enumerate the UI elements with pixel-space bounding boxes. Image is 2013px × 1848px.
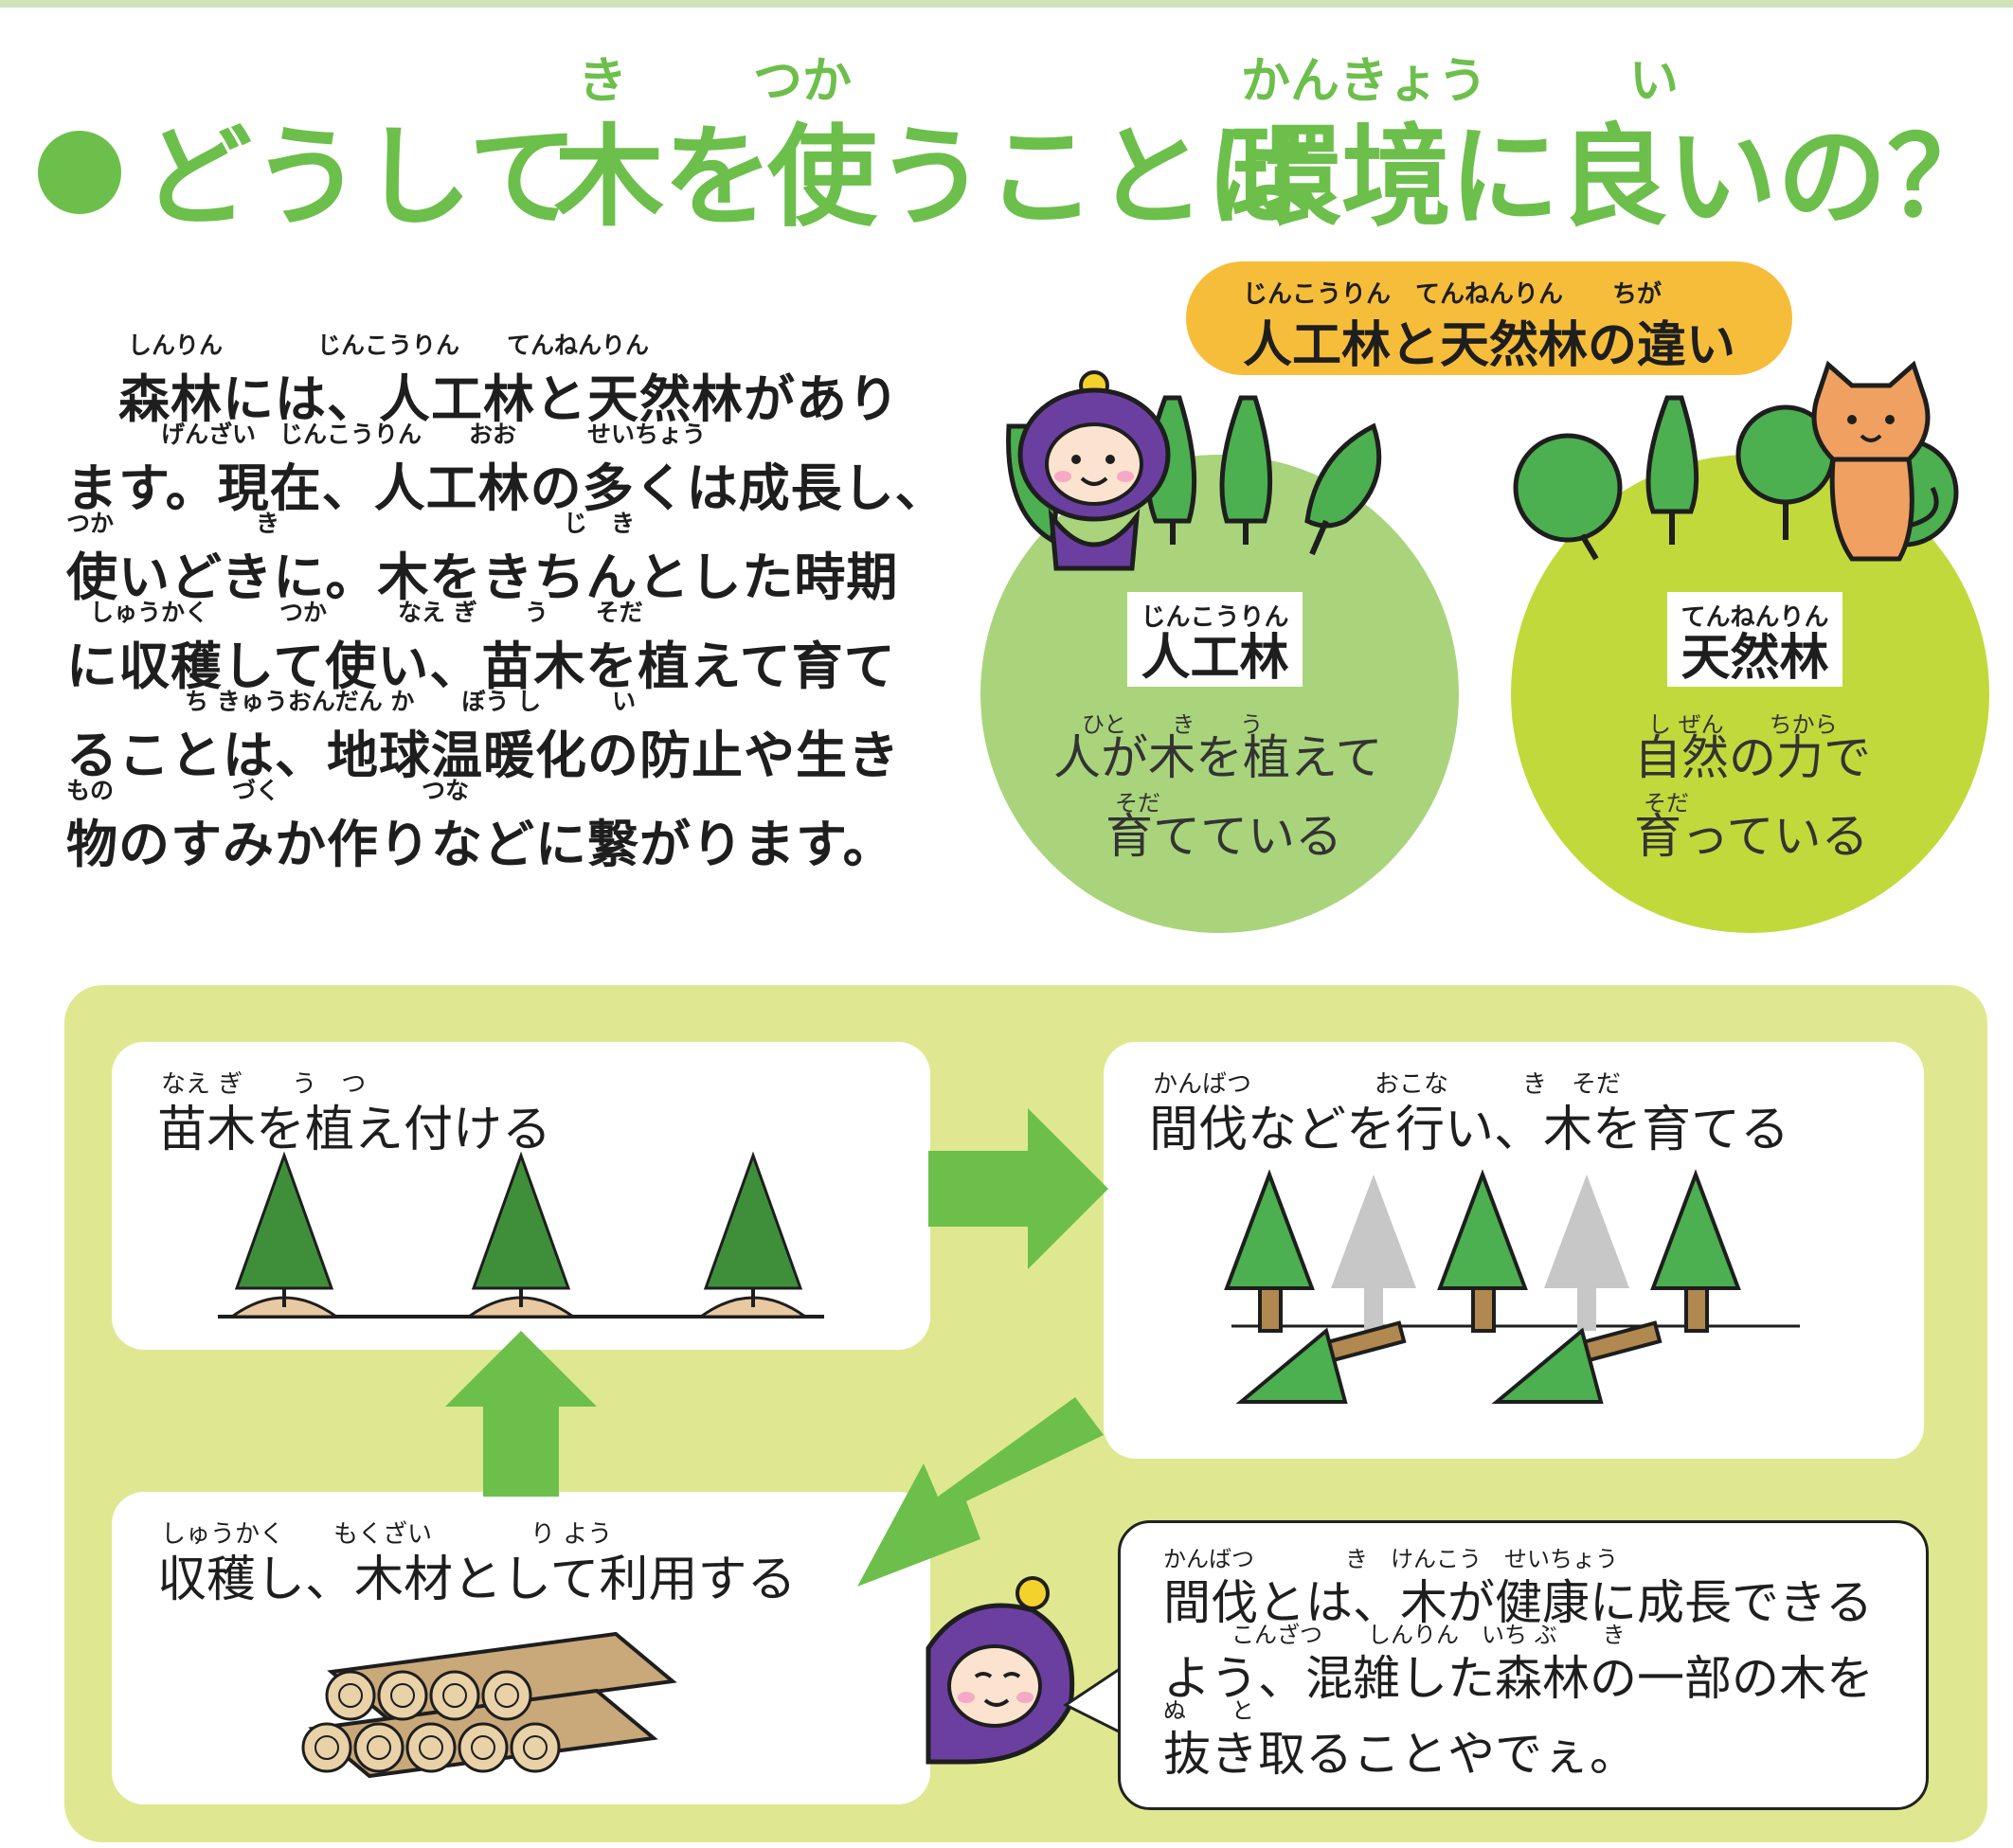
intro-text: ます。現在、人工林の多くは成長し、	[66, 458, 947, 518]
step-title: 収穫し、木材として利用する	[157, 1552, 797, 1608]
intro-ruby: しゅうかく つか なえ ぎ う そだ	[66, 599, 643, 626]
intro-ruby: つか き じ き	[66, 510, 636, 537]
intro-line: げんざい じんこうりん おお せいちょう ます。現在、人工林の多くは成長し、	[66, 416, 946, 518]
title-text-inono: いの？	[1667, 114, 1997, 242]
title-ruby-tsuka: つか	[753, 53, 853, 110]
title-ruby-ki: き	[578, 53, 628, 110]
tennen-desc-ruby: し ぜん ちから	[1648, 711, 1838, 738]
arrow-down-left-icon	[857, 1397, 1104, 1587]
intro-line: もの づく つな 物のすみか作りなどに繋がります。	[66, 772, 938, 874]
step-ruby: しゅうかく もくざい り よう	[161, 1520, 613, 1549]
intro-text: 森林には、人工林と天然林があり	[66, 369, 900, 429]
jinko-label-ruby: じんこうりん	[1141, 603, 1289, 632]
intro-line: ち きゅうおんだん か ぼう し い ることは、地球温暖化の防止や生き	[66, 683, 938, 785]
page-title: き つか かんきょう い どうして 木 を 使 うことは 環境 に 良 いの？	[38, 53, 1997, 246]
tennen-desc-line1: 自然の力で	[1634, 730, 1871, 785]
arrow-right-icon	[928, 1108, 1108, 1269]
title-ruby-i: い	[1629, 53, 1680, 110]
jinko-label: じんこうりん 人工林	[1127, 592, 1303, 687]
tennen-label-ruby: てんねんりん	[1680, 603, 1829, 632]
jinko-desc-line2: 育てている	[1105, 809, 1342, 864]
speech-bubble-tail	[1063, 1665, 1123, 1735]
tennen-description: し ぜん ちから 自然の力で そだ 育っている	[1634, 706, 1871, 863]
cedar-tree-icon	[1224, 1169, 1800, 1404]
comparison-heading-text: 人工林と天然林の違い	[1243, 317, 1736, 374]
comparison-heading-ruby: じんこうりん てんねんりん ちが	[1243, 280, 1663, 309]
tennen-desc-ruby: そだ	[1644, 790, 1689, 816]
tennen-desc-line2: 育っている	[1634, 809, 1869, 864]
title-text-i: 良	[1558, 114, 1668, 242]
step-ruby: かんばつ おこな き そだ	[1153, 1070, 1622, 1099]
note-text: よう、混雑した森林の一部の木を	[1163, 1651, 1874, 1706]
note-ruby: かんばつ き けんこう せいちょう	[1163, 1546, 1618, 1572]
comparison-heading: じんこうりん てんねんりん ちが 人工林と天然林の違い	[1186, 261, 1792, 375]
bullet-dot-icon	[38, 131, 121, 214]
title-text-wo: を	[663, 114, 773, 242]
jinko-description: ひと き う 人が木を植えて そだ 育てている	[1053, 706, 1383, 863]
jinko-desc-line1: 人が木を植えて	[1053, 730, 1383, 785]
note-ruby: こんざつ しんりん いち ぶ き	[1163, 1622, 1626, 1648]
note-text: 抜き取ることやでぇ。	[1163, 1727, 1637, 1782]
step-title: 間伐などを行い、木を育てる	[1149, 1102, 1790, 1158]
intro-text: 物のすみか作りなどに繋がります。	[66, 815, 895, 874]
tennen-label: てんねんりん 天然林	[1667, 592, 1842, 687]
title-text-ni: に	[1449, 114, 1559, 242]
title-text-1: どうして	[142, 114, 579, 242]
jinko-desc-ruby: ひと き う	[1082, 711, 1264, 738]
intro-ruby: しんりん じんこうりん てんねんりん	[128, 332, 650, 359]
step-ruby: なえ ぎ う つ	[161, 1070, 367, 1099]
jinko-label-text: 人工林	[1141, 630, 1289, 687]
arrow-up-icon	[445, 1331, 597, 1497]
intro-text: に収穫して使い、苗木を植えて育て	[66, 637, 896, 696]
intro-line: しんりん じんこうりん てんねんりん 森林には、人工林と天然林があり	[66, 327, 938, 429]
title-text-kankyou: 環境	[1231, 114, 1451, 242]
intro-text: 使いどきに。木をきちんとした時期	[66, 547, 899, 607]
orange-cat-icon	[1811, 360, 1939, 562]
note-ruby: ぬ と	[1163, 1697, 1254, 1724]
title-ruby-kankyou: かんきょう	[1241, 53, 1488, 110]
intro-text: ることは、地球温暖化の防止や生き	[66, 726, 900, 785]
intro-paragraph: しんりん じんこうりん てんねんりん 森林には、人工林と天然林があり げんざい …	[66, 327, 946, 874]
intro-line: つか き じ き 使いどきに。木をきちんとした時期	[66, 505, 938, 607]
step-title: 苗木を植え付ける	[157, 1102, 552, 1158]
seedling-icon	[218, 1151, 824, 1319]
intro-ruby: もの づく つな	[66, 777, 470, 804]
title-text-ukotoha: うことは	[876, 114, 1316, 242]
jinko-desc-ruby: そだ	[1115, 790, 1160, 816]
intro-ruby: げんざい じんこうりん おお せいちょう	[66, 421, 707, 448]
title-text-ki: 木	[554, 114, 664, 242]
top-border	[0, 0, 2013, 8]
tennen-label-text: 天然林	[1680, 630, 1829, 687]
thinning-explanation-bubble: かんばつ き けんこう せいちょう 間伐とは、木が健康に成長できる こんざつ し…	[1118, 1520, 1929, 1810]
intro-ruby: ち きゅうおんだん か ぼう し い	[66, 688, 637, 715]
log-pile-icon	[301, 1631, 677, 1779]
title-text-tsuka: 使	[767, 114, 877, 242]
purple-hooded-character-icon	[1017, 370, 1171, 571]
purple-hooded-character-icon	[926, 1576, 1075, 1765]
intro-line: しゅうかく つか なえ ぎ う そだ に収穫して使い、苗木を植えて育て	[66, 594, 938, 696]
note-text: 間伐とは、木が健康に成長できる	[1163, 1575, 1873, 1630]
